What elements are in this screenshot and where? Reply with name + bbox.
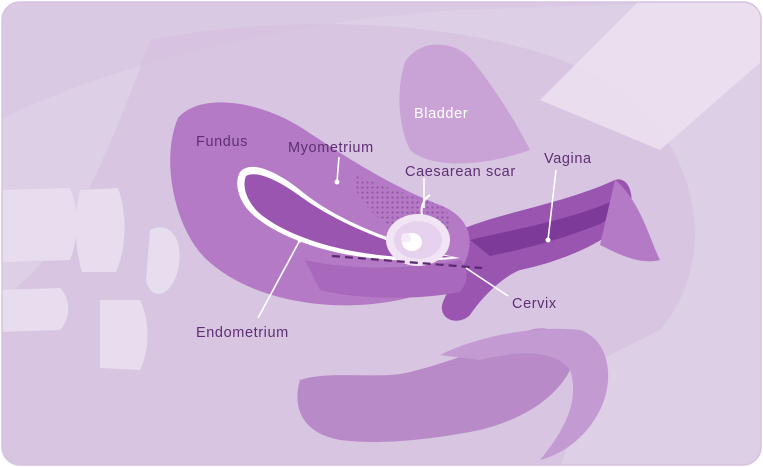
endometrium-label: Endometrium [196,325,289,341]
fundus-label: Fundus [196,134,248,150]
caesarean-scar-label: Caesarean scar [405,164,516,180]
vagina-label: Vagina [544,151,592,167]
myometrium-label: Myometrium [288,140,374,156]
bladder-label: Bladder [414,106,468,122]
cervix-label: Cervix [512,296,557,312]
